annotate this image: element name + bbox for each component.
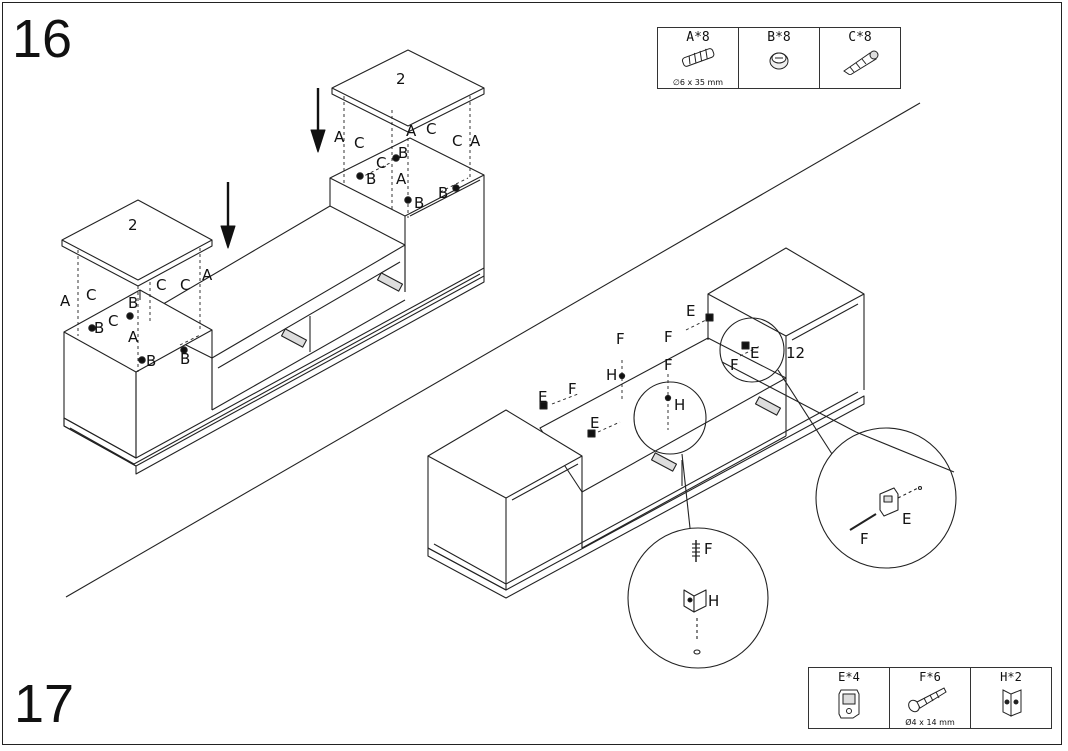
callout-h: H xyxy=(708,592,719,610)
callout-a: A xyxy=(470,132,481,150)
callout-c: C xyxy=(376,154,386,172)
step-number-16: 16 xyxy=(12,9,73,69)
callout-b: B xyxy=(438,184,448,202)
cam-lock-icon xyxy=(769,52,789,70)
callout-a: A xyxy=(396,170,407,188)
callout-h: H xyxy=(674,396,685,414)
detail-e-bracket xyxy=(849,431,955,531)
hardware-cell-h: H*2 xyxy=(970,667,1052,729)
hardware-table-top: A*8 ∅6 x 35 mm B*8 xyxy=(657,27,901,89)
callout-f: F xyxy=(860,530,869,548)
callout-b: B xyxy=(180,350,190,368)
cam-bolt-icon xyxy=(843,50,879,76)
callout-a: A xyxy=(202,266,213,284)
panel-number: 2 xyxy=(128,216,138,234)
callout-c: C xyxy=(108,312,118,330)
step-divider-line xyxy=(65,102,921,598)
hardware-cell-c: C*8 xyxy=(819,27,901,89)
bracket-icon xyxy=(838,689,860,719)
callout-e: E xyxy=(750,344,759,362)
detail-h-bracket xyxy=(683,540,707,655)
callout-b: B xyxy=(414,194,424,212)
callout-a: A xyxy=(60,292,71,310)
callout-e: E xyxy=(590,414,599,432)
callout-c: C xyxy=(426,120,436,138)
callout-c: C xyxy=(180,276,190,294)
callout-f: F xyxy=(664,356,673,374)
callout-b: B xyxy=(366,170,376,188)
hardware-label: A*8 xyxy=(686,30,710,45)
callout-c: C xyxy=(156,276,166,294)
hardware-cell-b: B*8 xyxy=(738,27,820,89)
callout-e: E xyxy=(538,388,547,406)
callout-f: F xyxy=(704,540,713,558)
dowel-icon xyxy=(681,48,715,67)
callout-e: E xyxy=(902,510,911,528)
callout-a: A xyxy=(406,122,417,140)
callout-h: H xyxy=(606,366,617,384)
callout-a: A xyxy=(334,128,345,146)
callout-f: F xyxy=(568,380,577,398)
hardware-table-bottom: E*4 F*6 Ø4 x 14 mm xyxy=(808,667,1052,729)
hardware-cell-a: A*8 ∅6 x 35 mm xyxy=(657,27,739,89)
step17-assembly xyxy=(427,247,957,669)
callout-b: B xyxy=(128,294,138,312)
hardware-label: H*2 xyxy=(1000,670,1022,684)
callout-count-12: 12 xyxy=(786,344,805,362)
callout-c: C xyxy=(452,132,462,150)
callout-a: A xyxy=(128,328,139,346)
hardware-label: E*4 xyxy=(838,670,860,684)
callout-b: B xyxy=(94,319,104,337)
callout-b: B xyxy=(398,144,408,162)
callout-f: F xyxy=(664,328,673,346)
angle-bracket-icon xyxy=(1002,689,1022,717)
callout-c: C xyxy=(354,134,364,152)
callout-c: C xyxy=(86,286,96,304)
panel-number: 2 xyxy=(396,70,406,88)
hardware-cell-f: F*6 Ø4 x 14 mm xyxy=(889,667,971,729)
callout-f: F xyxy=(730,356,739,374)
callout-b: B xyxy=(146,352,156,370)
screw-icon xyxy=(908,687,947,713)
step-number-17: 17 xyxy=(14,674,75,734)
hardware-dimension: ∅6 x 35 mm xyxy=(672,78,724,87)
down-arrow xyxy=(220,88,326,249)
hardware-label: B*8 xyxy=(767,30,791,45)
hardware-dimension: Ø4 x 14 mm xyxy=(905,718,955,727)
callout-f: F xyxy=(616,330,625,348)
hardware-label: C*8 xyxy=(848,30,872,45)
step16-assembly xyxy=(61,49,485,475)
hardware-cell-e: E*4 xyxy=(808,667,890,729)
callout-e: E xyxy=(686,302,695,320)
hardware-label: F*6 xyxy=(919,670,941,684)
